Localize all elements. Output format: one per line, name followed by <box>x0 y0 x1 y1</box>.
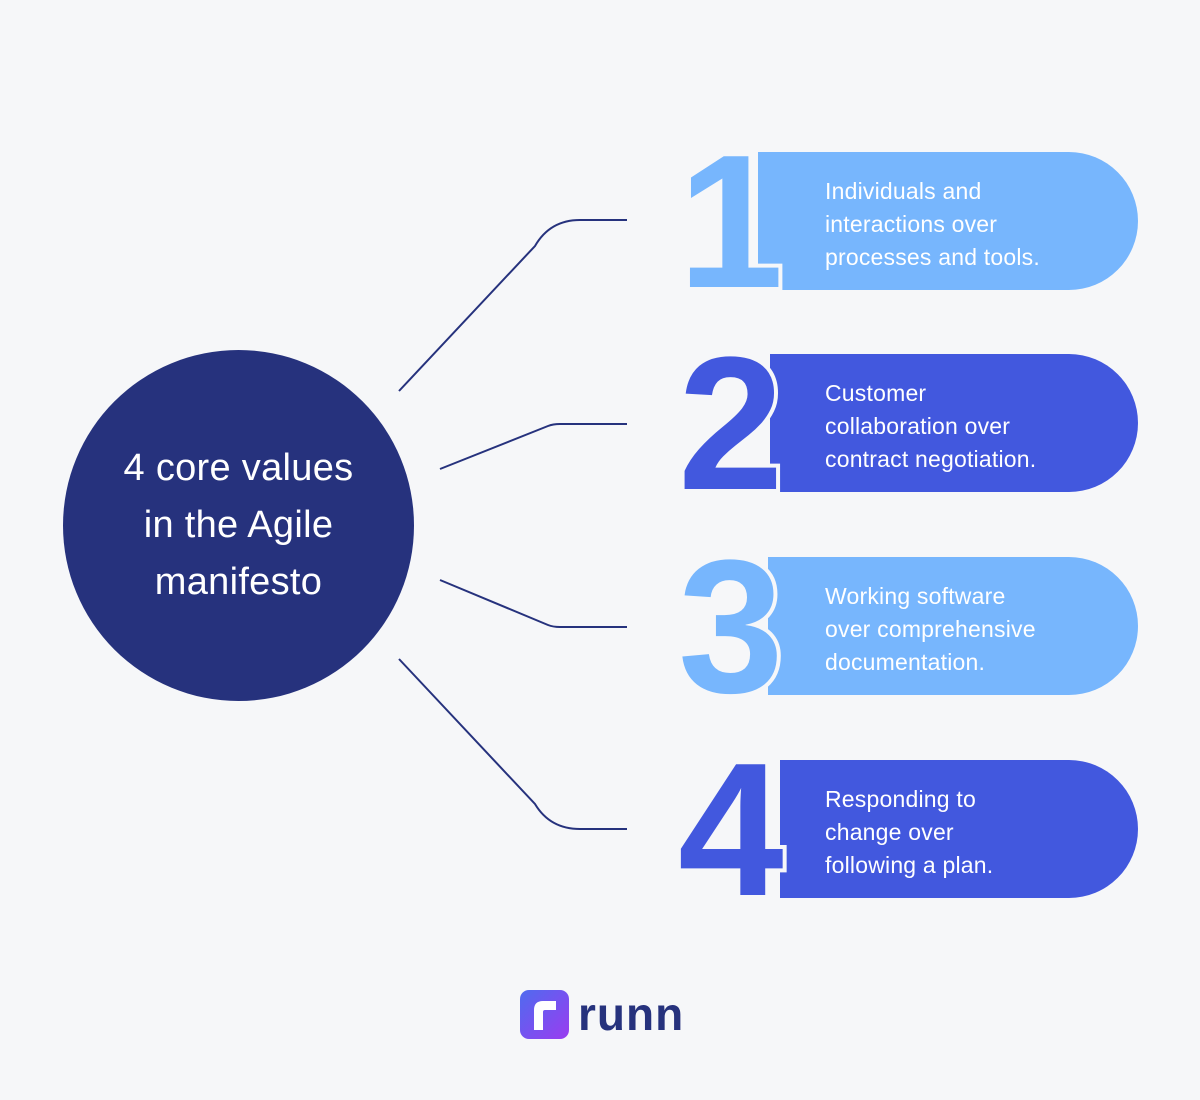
hub-title-line: manifesto <box>154 561 323 603</box>
value-item-2: 2 Customer collaboration over contract n… <box>674 325 1138 523</box>
value-item-1: 1 Individuals and interactions over proc… <box>674 123 1138 321</box>
value-pill <box>780 760 1138 898</box>
value-number: 2 <box>674 318 788 530</box>
runn-logo-icon <box>520 990 569 1039</box>
brand-logo: runn <box>520 990 684 1039</box>
value-item-3: 3 Working software over comprehensive do… <box>674 528 1138 726</box>
hub-title: 4 core values in the Agile manifesto <box>94 440 384 611</box>
value-text-line: interactions over <box>825 211 998 237</box>
brand-name: runn <box>578 988 685 1040</box>
value-pill <box>770 354 1138 492</box>
value-text-line: Individuals and <box>825 178 982 204</box>
hub-title-line: 4 core values <box>123 447 354 489</box>
connector-4 <box>398 658 627 830</box>
value-text: Working software over comprehensive docu… <box>825 580 1125 679</box>
value-text-line: Responding to <box>825 786 976 812</box>
value-number: 1 <box>674 116 788 328</box>
value-number: 3 <box>674 521 788 733</box>
value-pill <box>758 152 1138 290</box>
value-text-line: collaboration over <box>825 413 1011 439</box>
value-text-line: contract negotiation. <box>825 446 1037 472</box>
connector-2 <box>439 423 627 470</box>
value-item-4: 4 Responding to change over following a … <box>674 731 1138 929</box>
hub-circle: 4 core values in the Agile manifesto <box>63 350 414 701</box>
value-text-line: following a plan. <box>825 852 994 878</box>
value-text: Individuals and interactions over proces… <box>825 175 1125 274</box>
value-text-line: change over <box>825 819 954 845</box>
value-pill <box>768 557 1138 695</box>
value-text-line: processes and tools. <box>825 244 1040 270</box>
value-text-line: Customer <box>825 380 927 406</box>
value-text-line: over comprehensive <box>825 616 1036 642</box>
value-number: 4 <box>674 724 788 936</box>
value-text-line: Working software <box>825 583 1006 609</box>
value-text-line: documentation. <box>825 649 986 675</box>
value-text: Customer collaboration over contract neg… <box>825 377 1125 476</box>
hub-title-line: in the Agile <box>143 504 334 546</box>
value-text: Responding to change over following a pl… <box>825 783 1125 882</box>
connector-3 <box>439 579 627 628</box>
connector-1 <box>398 219 627 392</box>
